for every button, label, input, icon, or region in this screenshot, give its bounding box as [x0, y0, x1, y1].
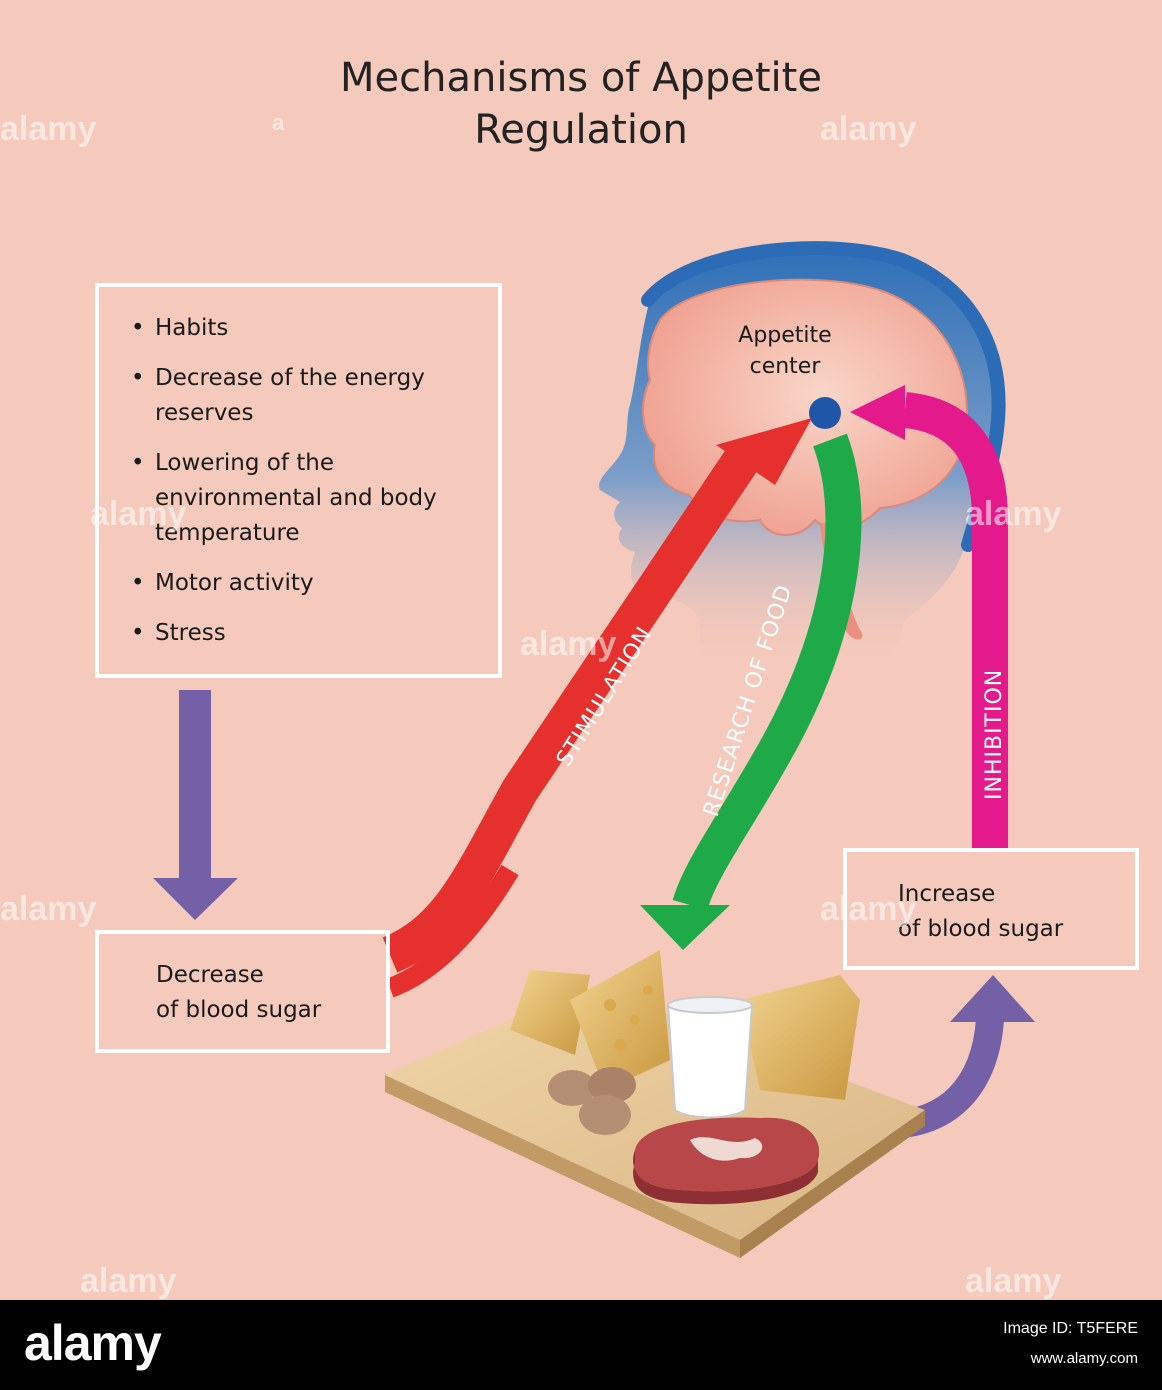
stimulation-arrow	[382, 418, 812, 998]
appetite-center-dot	[809, 397, 841, 429]
factor-item: Habits	[129, 311, 488, 346]
footer-logo: alamy	[24, 1315, 162, 1371]
footer-bar: alamy Image ID: T5FERE www.alamy.com	[0, 1300, 1162, 1390]
factors-list: Habits Decrease of the energy reserves L…	[99, 287, 498, 651]
inhibition-label: INHIBITION	[982, 669, 1007, 800]
purple-up-arrow	[884, 975, 1035, 1139]
factors-box: Habits Decrease of the energy reserves L…	[95, 283, 502, 678]
watermark: alamy	[0, 110, 97, 148]
title-line-2: Regulation	[474, 107, 688, 153]
watermark: alamy	[965, 1262, 1062, 1300]
cheese-wedges	[510, 950, 860, 1100]
research-arrow	[640, 433, 862, 950]
steak	[633, 1117, 820, 1205]
increase-blood-sugar-box: Increase of blood sugar	[843, 848, 1139, 970]
footer-url: www.alamy.com	[1030, 1350, 1138, 1367]
title-line-1: Mechanisms of Appetite	[340, 55, 822, 101]
watermark: a	[272, 110, 285, 135]
diagram-title: Mechanisms of Appetite Regulation	[0, 52, 1162, 156]
watermark: alamy	[0, 890, 97, 928]
purple-down-arrow	[153, 690, 238, 920]
factor-item: Lowering of the environmental and body t…	[129, 446, 488, 551]
appetite-line-1: Appetite	[738, 323, 832, 348]
decrease-blood-sugar-box: Decrease of blood sugar	[95, 930, 390, 1053]
watermark: alamy	[520, 625, 617, 663]
decrease-line-2: of blood sugar	[156, 997, 322, 1023]
increase-line-2: of blood sugar	[898, 916, 1064, 942]
diagram-artwork: STIMULATION RESEARCH OF FOOD INHIBITION	[153, 241, 1035, 1258]
milk-glass	[666, 996, 754, 1119]
watermark: alamy	[820, 890, 917, 928]
watermark: alamy	[80, 1262, 177, 1300]
watermark: alamy	[90, 495, 187, 533]
eggs	[548, 1067, 636, 1135]
appetite-center-label: Appetite center	[730, 320, 840, 382]
factor-item: Stress	[129, 616, 488, 651]
increase-line-1: Increase	[898, 881, 996, 907]
watermark: alamy	[965, 495, 1062, 533]
decrease-line-1: Decrease	[156, 962, 264, 988]
watermark: alamy	[820, 110, 917, 148]
appetite-line-2: center	[749, 354, 821, 379]
factor-item: Decrease of the energy reserves	[129, 361, 488, 431]
footer-image-id: Image ID: T5FERE	[1003, 1320, 1138, 1337]
increase-blood-sugar-text: Increase of blood sugar	[898, 877, 1063, 947]
factor-item: Motor activity	[129, 566, 488, 601]
inhibition-arrow	[850, 385, 1008, 848]
decrease-blood-sugar-text: Decrease of blood sugar	[156, 958, 321, 1028]
